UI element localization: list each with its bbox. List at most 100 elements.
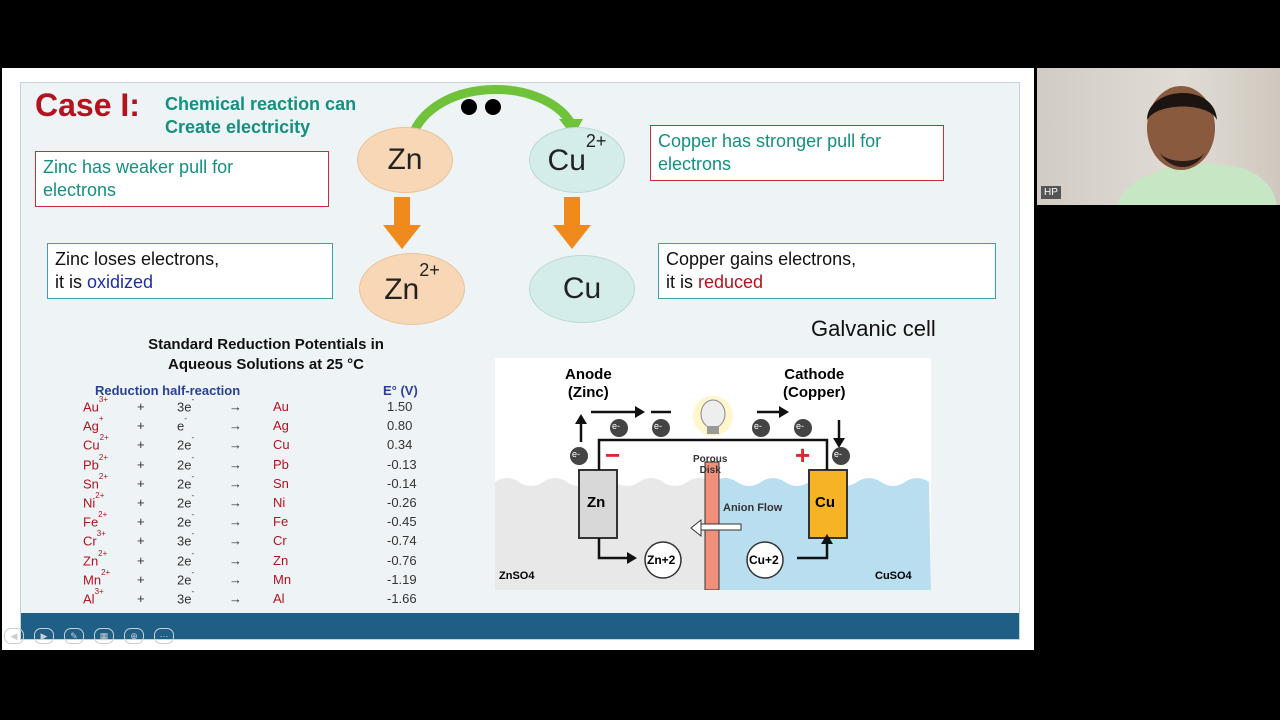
slide-footer-bar bbox=[21, 613, 1019, 639]
table-cell-e: 2e- bbox=[177, 471, 195, 492]
potentials-title-line-2: Aqueous Solutions at 25 °C bbox=[167, 356, 365, 373]
electron-label-4: e- bbox=[796, 421, 805, 431]
pen-icon[interactable]: ✎ bbox=[64, 628, 84, 644]
table-cell-v: -0.14 bbox=[387, 475, 417, 491]
table-cell-plus: + bbox=[137, 495, 145, 510]
prev-slide-icon[interactable]: ◀ bbox=[4, 628, 24, 644]
table-cell-arrow: → bbox=[229, 456, 242, 472]
cu2-ellipse: Cu2+ bbox=[529, 127, 625, 193]
electron-label-2: e- bbox=[654, 421, 663, 431]
znso4-label: ZnSO4 bbox=[499, 570, 535, 582]
table-cell-ion: Ag+ bbox=[83, 414, 104, 434]
copper-strong-pull-line-2: electrons bbox=[658, 154, 732, 174]
table-cell-e: 3e- bbox=[177, 529, 195, 549]
table-cell-e: 2e- bbox=[177, 510, 195, 530]
zinc-oxidized-line-2: it is oxidized bbox=[55, 272, 154, 292]
table-cell-metal: Pb bbox=[273, 456, 289, 472]
table-cell-arrow: → bbox=[229, 399, 242, 414]
table-cell-ion: Pb2+ bbox=[83, 452, 109, 472]
table-cell-ion: Ni2+ bbox=[83, 491, 105, 511]
table-cell-arrow: → bbox=[229, 591, 242, 606]
table-cell-e: 2e- bbox=[177, 491, 195, 511]
webcam-panel: HP bbox=[1037, 68, 1280, 205]
zinc-oxidized-box: Zinc loses electrons, it is oxidized bbox=[47, 243, 333, 299]
table-cell-metal: Sn bbox=[273, 475, 289, 491]
potentials-table-title: Standard Reduction Potentials in Aqueous… bbox=[91, 335, 441, 375]
table-cell-ion: Al3+ bbox=[83, 587, 104, 607]
zinc-oxidized-line-1: Zinc loses electrons, bbox=[55, 249, 220, 269]
cu2-label: Cu2+ bbox=[547, 130, 607, 177]
table-cell-v: -1.66 bbox=[387, 591, 417, 606]
more-icon[interactable]: ⋯ bbox=[154, 628, 174, 644]
zn-down-arrow bbox=[383, 197, 421, 249]
table-cell-e: 2e- bbox=[177, 433, 195, 453]
table-cell-plus: + bbox=[137, 533, 145, 549]
table-cell-e: 3e- bbox=[177, 587, 195, 607]
electron-dot-left bbox=[461, 99, 477, 115]
zn-ellipse: Zn bbox=[357, 127, 453, 193]
zn-ion-label: Zn+2 bbox=[647, 553, 676, 567]
table-cell-metal: Ag bbox=[273, 418, 289, 434]
table-cell-v: -0.76 bbox=[387, 552, 417, 568]
webcam-person bbox=[1117, 86, 1277, 205]
oxidized-word: oxidized bbox=[87, 272, 154, 292]
table-cell-metal: Fe bbox=[273, 514, 289, 530]
electron-label-3: e- bbox=[754, 421, 763, 431]
cu-label: Cu bbox=[562, 272, 602, 305]
copper-strong-pull-line-1: Copper has stronger pull for bbox=[658, 131, 882, 151]
table-cell-v: -0.26 bbox=[387, 495, 417, 510]
table-cell-v: 0.34 bbox=[387, 437, 413, 453]
cuso4-label: CuSO4 bbox=[875, 570, 912, 582]
cu-electrode-label: Cu bbox=[815, 494, 835, 511]
table-cell-arrow: → bbox=[229, 437, 242, 453]
table-cell-plus: + bbox=[137, 418, 145, 434]
col-header-reaction: Reduction half-reaction bbox=[95, 383, 241, 398]
zinc-weak-pull-line-2: electrons bbox=[43, 180, 117, 200]
table-cell-metal: Zn bbox=[273, 552, 289, 568]
table-cell-e: 2e- bbox=[177, 567, 195, 588]
play-icon[interactable]: ▶ bbox=[34, 628, 54, 644]
slide-frame: Case I: Chemical reaction can Create ele… bbox=[2, 68, 1034, 650]
table-cell-v: -1.19 bbox=[387, 571, 417, 587]
table-cell-metal: Mn bbox=[273, 571, 292, 587]
col-header-e: E° (V) bbox=[383, 383, 418, 398]
table-cell-plus: + bbox=[137, 571, 145, 587]
table-cell-ion: Cu2+ bbox=[83, 433, 109, 453]
table-cell-ion: Fe2+ bbox=[83, 510, 108, 530]
zn2-label: Zn2+ bbox=[384, 259, 440, 306]
table-cell-metal: Al bbox=[273, 591, 285, 606]
copper-reduced-box: Copper gains electrons, it is reduced bbox=[658, 243, 996, 299]
galvanic-cell-label: Galvanic cell bbox=[811, 316, 936, 341]
table-cell-e: 2e- bbox=[177, 548, 195, 568]
table-cell-v: -0.13 bbox=[387, 456, 417, 472]
table-cell-metal: Ni bbox=[273, 495, 286, 510]
table-cell-plus: + bbox=[137, 552, 145, 568]
table-cell-arrow: → bbox=[229, 571, 242, 587]
table-cell-metal: Au bbox=[273, 399, 289, 414]
zn-label: Zn bbox=[387, 143, 423, 176]
potentials-title-line-1: Standard Reduction Potentials in bbox=[148, 336, 384, 353]
zinc-weak-pull-box: Zinc has weaker pull for electrons bbox=[35, 151, 329, 207]
table-cell-v: 0.80 bbox=[387, 418, 413, 434]
table-cell-arrow: → bbox=[229, 475, 242, 491]
cathode-label: Cathode(Copper) bbox=[783, 366, 846, 401]
zoom-icon[interactable]: ⊕ bbox=[124, 628, 144, 644]
table-cell-plus: + bbox=[137, 591, 145, 606]
galvanic-cell-diagram: Anode(Zinc) Cathode(Copper) e- e- e- e- … bbox=[495, 358, 931, 590]
slides-grid-icon[interactable]: ▦ bbox=[94, 628, 114, 644]
reduced-word: reduced bbox=[698, 272, 764, 292]
table-cell-v: -0.45 bbox=[387, 514, 417, 530]
copper-reduced-line-1: Copper gains electrons, bbox=[666, 249, 857, 269]
table-cell-e: 3e- bbox=[177, 395, 195, 415]
electron-label-5: e- bbox=[572, 449, 581, 459]
cu-ion-label: Cu+2 bbox=[749, 553, 779, 567]
table-cell-e: 2e- bbox=[177, 452, 195, 472]
table-cell-arrow: → bbox=[229, 514, 242, 530]
case-subtitle-line-2: Create electricity bbox=[165, 117, 311, 137]
table-cell-metal: Cr bbox=[273, 533, 287, 549]
table-cell-v: -0.74 bbox=[387, 533, 417, 549]
case-title: Case I: bbox=[35, 87, 140, 123]
table-cell-ion: Zn2+ bbox=[83, 548, 108, 568]
case-subtitle: Chemical reaction can Create electricity bbox=[165, 93, 405, 139]
